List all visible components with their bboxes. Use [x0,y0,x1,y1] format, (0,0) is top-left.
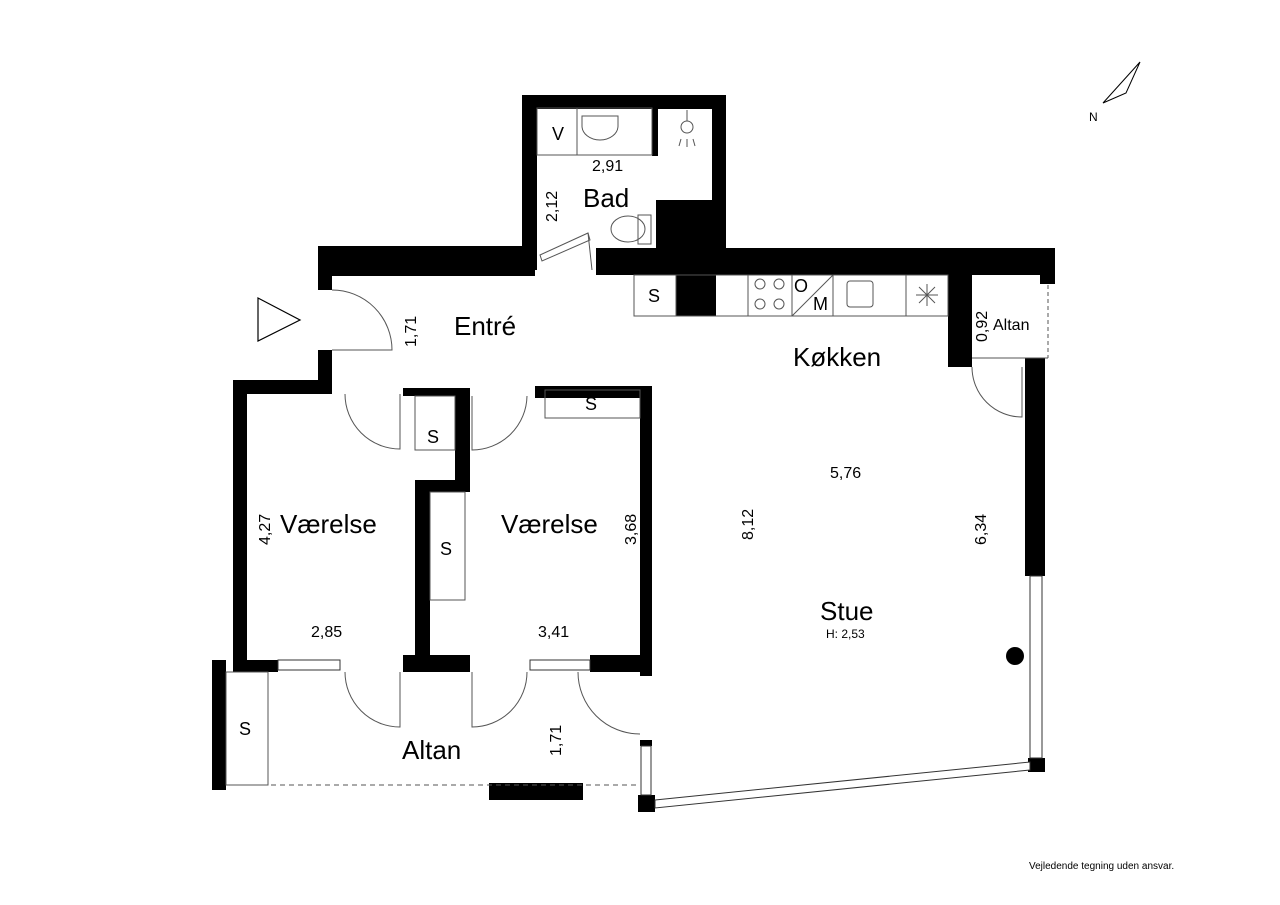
washer-label: V [552,124,564,144]
microwave-label: M [813,294,828,314]
room-name-bad: Bad [583,183,629,213]
ceiling-height: H: 2,53 [826,627,865,641]
compass: N [1089,61,1141,124]
dim-entre: 1,71 [403,316,420,347]
kitchen-sink-icon [846,280,874,308]
windows-doors [226,232,1049,809]
dim-vaerelse-1-width: 2,85 [311,624,342,641]
north-arrow-icon [1102,61,1141,104]
walls [212,95,1055,812]
range-hood-icon [916,284,938,306]
dim-bad-width: 2,91 [592,158,623,175]
storage-label: S [440,539,452,559]
oven-label: O [794,276,808,296]
dim-stue-width: 5,76 [830,465,861,482]
room-name-kokken: Køkken [793,342,881,372]
shower-icon [678,110,696,147]
dim-altan-small: 0,92 [974,311,991,342]
entrance-arrow-icon [257,297,302,342]
storage-label: S [239,719,251,739]
dim-stue-depth: 8,12 [740,509,757,540]
disclaimer: Vejledende tegning uden ansvar. [1029,861,1175,872]
dim-vaerelse-1-depth: 4,27 [257,514,274,545]
room-labels: Bad 2,91 2,12 Entré 1,71 Køkken Altan 0,… [257,158,1029,765]
compass-north-label: N [1089,110,1098,124]
storage-label: S [648,286,660,306]
storage-label: S [585,394,597,414]
column-dot [1006,647,1024,665]
room-name-altan-large: Altan [402,735,461,765]
room-name-vaerelse-2: Værelse [501,509,598,539]
dim-stue-depth-right: 6,34 [973,514,990,545]
sink-icon [581,115,619,141]
stove-icon [754,278,785,310]
toilet-icon [610,214,652,245]
fixtures: V S O M [225,107,1024,786]
dim-vaerelse-2-width: 3,41 [538,624,569,641]
room-name-entre: Entré [454,311,516,341]
dim-bad-depth: 2,12 [544,191,561,222]
dim-vaerelse-2-depth: 3,68 [623,514,640,545]
storage-label: S [427,427,439,447]
room-name-vaerelse-1: Værelse [280,509,377,539]
dim-altan-large: 1,71 [548,725,565,756]
room-name-altan-small: Altan [993,317,1029,334]
room-name-stue: Stue [820,596,874,626]
